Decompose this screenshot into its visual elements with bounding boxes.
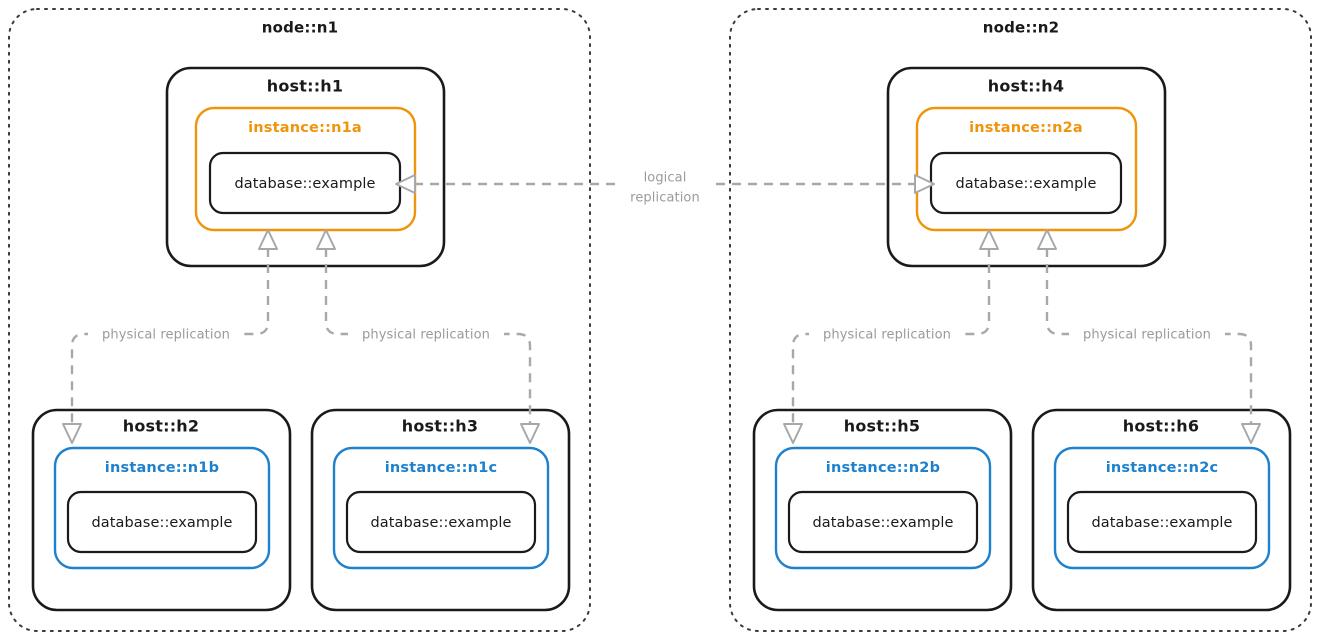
node-n1-label: node::n1 bbox=[262, 19, 339, 37]
edge-physical-h5-h4-label: physical replication bbox=[823, 328, 951, 343]
edge-physical-h3-h1-arrowhead-down bbox=[520, 423, 540, 444]
database-h3-frame bbox=[345, 490, 537, 554]
host-group-h3[interactable]: host::h3 instance::n1c database::example bbox=[310, 408, 571, 612]
node-n2-frame bbox=[729, 8, 1312, 632]
database-h2-frame bbox=[66, 490, 258, 554]
edge-physical-h3-h1[interactable]: physical replication bbox=[316, 229, 540, 444]
instance-n2a-label: instance::n2a bbox=[969, 120, 1083, 136]
instance-n1c-frame bbox=[332, 446, 550, 570]
instance-n2c-frame bbox=[1053, 446, 1271, 570]
edge-physical-h6-h4-arrowhead-up bbox=[1037, 229, 1057, 250]
instance-n2c-label: instance::n2c bbox=[1106, 460, 1219, 476]
database-h5-label: database::example bbox=[812, 515, 953, 531]
edge-physical-h5-h4-label-backdrop bbox=[809, 324, 965, 344]
instance-n2b-label: instance::n2b bbox=[826, 460, 940, 476]
edge-physical-h2-h1[interactable]: physical replication bbox=[62, 229, 278, 444]
edge-physical-h2-h1-label-backdrop bbox=[88, 324, 244, 344]
host-group-h6[interactable]: host::h6 instance::n2c database::example bbox=[1031, 408, 1292, 612]
host-h6-label: host::h6 bbox=[1123, 417, 1199, 436]
database-h5-frame bbox=[787, 490, 979, 554]
edge-physical-h3-h1-arrowhead-up bbox=[316, 229, 336, 250]
node-n1-frame bbox=[8, 8, 591, 632]
host-group-h2[interactable]: host::h2 instance::n1b database::example bbox=[31, 408, 292, 612]
edge-physical-h2-h1-arrowhead-up bbox=[258, 229, 278, 250]
instance-n1a-label: instance::n1a bbox=[248, 120, 362, 136]
edge-physical-h3-h1-label: physical replication bbox=[362, 328, 490, 343]
host-h1-label: host::h1 bbox=[267, 77, 343, 96]
node-group-n1[interactable]: node::n1 bbox=[8, 8, 591, 632]
edge-physical-h2-h1-arrowhead-down bbox=[62, 423, 82, 444]
instance-n1c-label: instance::n1c bbox=[385, 460, 498, 476]
instance-n1b-label: instance::n1b bbox=[105, 460, 219, 476]
edge-physical-h6-h4-label: physical replication bbox=[1083, 328, 1211, 343]
host-group-h1[interactable]: host::h1 instance::n1a database::example bbox=[165, 66, 446, 268]
edge-logical-arrowhead-left bbox=[395, 174, 416, 194]
instance-n1b-frame bbox=[53, 446, 271, 570]
edge-logical-replication[interactable]: logical replication bbox=[395, 166, 935, 206]
edge-logical-label-line1: logical bbox=[644, 171, 687, 186]
edge-logical-label-line2: replication bbox=[630, 191, 700, 206]
host-group-h4[interactable]: host::h4 instance::n2a database::example bbox=[886, 66, 1167, 268]
edge-logical-label-backdrop bbox=[620, 166, 712, 204]
node-n2-label: node::n2 bbox=[983, 19, 1060, 37]
instance-n2a-frame bbox=[915, 106, 1138, 232]
host-h2-label: host::h2 bbox=[123, 417, 199, 436]
instance-n2b-frame bbox=[774, 446, 992, 570]
database-h2-label: database::example bbox=[91, 515, 232, 531]
edge-logical-arrowhead-right bbox=[914, 174, 935, 194]
edge-physical-h3-h1-label-backdrop bbox=[348, 324, 504, 344]
node-group-n2[interactable]: node::n2 bbox=[729, 8, 1312, 632]
edge-physical-h6-h4[interactable]: physical replication bbox=[1037, 229, 1261, 444]
database-h3-label: database::example bbox=[370, 515, 511, 531]
host-h4-label: host::h4 bbox=[988, 77, 1064, 96]
edge-physical-h2-h1-label: physical replication bbox=[102, 328, 230, 343]
database-h4-label: database::example bbox=[955, 176, 1096, 192]
host-group-h5[interactable]: host::h5 instance::n2b database::example bbox=[752, 408, 1013, 612]
database-h6-frame bbox=[1066, 490, 1258, 554]
database-h1-label: database::example bbox=[234, 176, 375, 192]
instance-n1a-frame bbox=[194, 106, 417, 232]
edge-physical-h6-h4-arrowhead-down bbox=[1241, 423, 1261, 444]
host-h5-label: host::h5 bbox=[844, 417, 920, 436]
edge-physical-h5-h4-arrowhead-up bbox=[979, 229, 999, 250]
host-h3-label: host::h3 bbox=[402, 417, 478, 436]
edge-physical-h5-h4[interactable]: physical replication bbox=[783, 229, 999, 444]
database-h6-label: database::example bbox=[1091, 515, 1232, 531]
edge-physical-h6-h4-label-backdrop bbox=[1069, 324, 1225, 344]
edge-physical-h5-h4-arrowhead-down bbox=[783, 423, 803, 444]
